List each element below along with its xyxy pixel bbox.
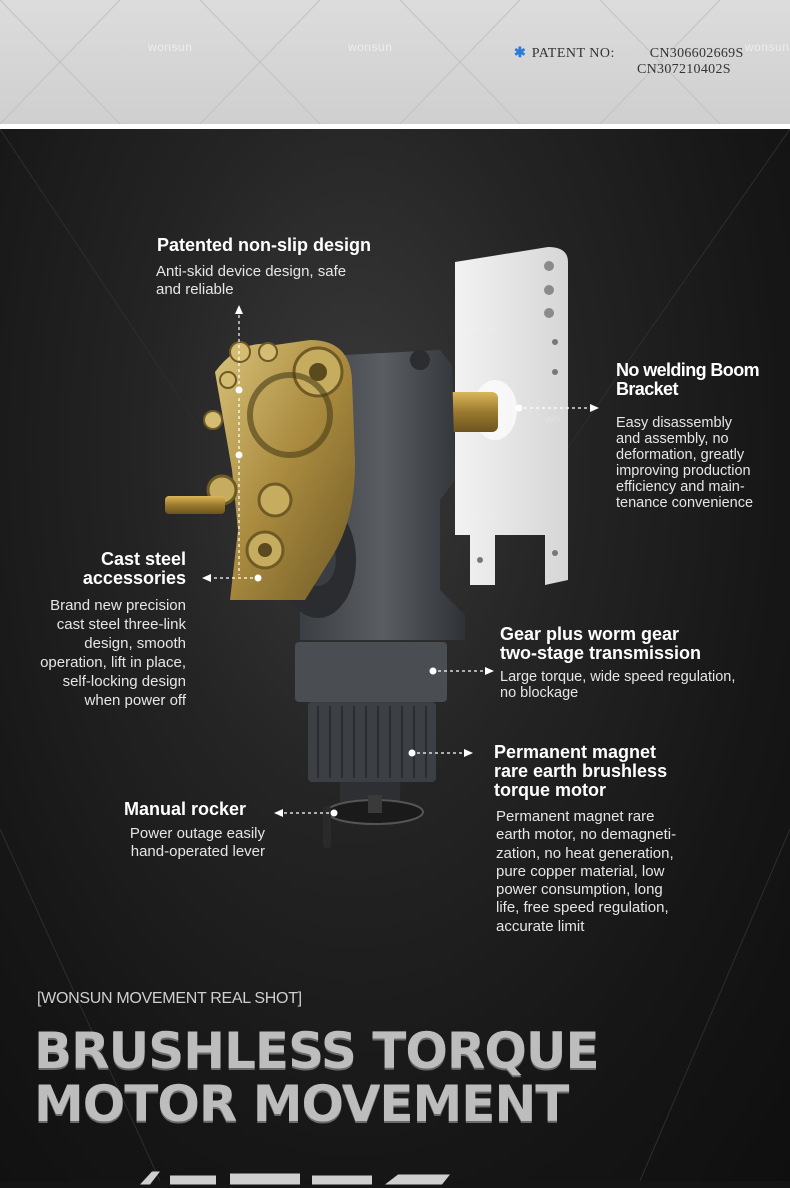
desc-line: pure copper material, low (496, 862, 665, 880)
callout-title-gear: Gear plus worm gear two-stage transmissi… (500, 625, 701, 663)
title-line: Permanent magnet (494, 742, 657, 762)
manual-rocker (323, 795, 424, 848)
desc-line: self-locking design (62, 673, 186, 690)
desc-line: Easy disassembly (616, 415, 733, 431)
callout-title-non-slip: Patented non-slip design (157, 235, 372, 255)
desc-line: tenance convenience (616, 495, 754, 511)
watermark-text: wonsun (454, 509, 496, 523)
callout-pointers (202, 305, 599, 817)
patent-number: CN306602669S (649, 46, 744, 61)
desc-line: earth motor, no demagneti- (496, 826, 677, 844)
patent-label: PATENT NO: (531, 46, 615, 61)
desc-line: design, smooth (84, 635, 186, 652)
desc-line: and reliable (156, 281, 234, 298)
patent-banner: wonsun wonsun wonsun ✱ PATENT NO: CN306602… (0, 0, 790, 124)
title-line: accessories (82, 568, 186, 588)
desc-line: hand-operated lever (130, 843, 265, 860)
desc-line: Large torque, wide speed regulation, (500, 669, 736, 685)
callout-desc-non-slip: Anti-skid device design, safe and reliab… (156, 263, 346, 299)
callout-desc-gear: Large torque, wide speed regulation, no … (500, 669, 735, 701)
asterisk-icon: ✱ (514, 46, 526, 61)
background-lines (0, 129, 790, 1181)
title-line: torque motor (494, 780, 606, 800)
cast-steel-linkage (165, 340, 356, 600)
watermark-text: wonsun (348, 40, 393, 54)
callout-desc-cast-steel: Brand new precision cast steel three-lin… (10, 596, 186, 710)
desc-line: zation, no heat generation, (496, 844, 674, 862)
desc-line: Brand new precision (50, 597, 186, 614)
title-line: No welding Boom (616, 360, 760, 380)
watermark-text: wonsun (454, 323, 496, 337)
callout-title-rocker: Manual rocker (124, 799, 247, 819)
desc-line: power consumption, long (496, 881, 663, 899)
desc-line: improving production (616, 463, 751, 479)
motor-body (295, 642, 447, 802)
patent-number: CN307210402S (637, 62, 731, 77)
desc-line: deformation, greatly (616, 447, 745, 463)
desc-line: accurate limit (496, 917, 585, 935)
section-tag: [WONSUN MOVEMENT REAL SHOT] (37, 990, 302, 1007)
watermark-text: wonsun (745, 40, 790, 54)
brand-logo-partial (140, 1171, 450, 1185)
desc-line: Power outage easily (129, 825, 265, 842)
desc-line: efficiency and main- (616, 479, 745, 495)
headline-line-1: BRUSHLESS TORQUE (34, 1022, 600, 1080)
divider (0, 124, 790, 129)
patent-info: ✱ PATENT NO: CN306602669S CN307210402S (514, 46, 744, 78)
title-line: Bracket (616, 379, 678, 399)
watermark-text: wo (544, 412, 561, 426)
callout-desc-magnet: Permanent magnet rare earth motor, no de… (496, 808, 676, 936)
title-line: Cast steel (100, 549, 186, 569)
desc-line: Permanent magnet rare (496, 808, 655, 825)
callout-title-magnet: Permanent magnet rare earth brushless to… (494, 743, 667, 800)
callout-desc-rocker: Power outage easily hand-operated lever (60, 825, 265, 861)
callout-title-cast-steel: Cast steel accessories (40, 550, 186, 588)
title-line: two-stage transmission (500, 643, 702, 663)
desc-line: no blockage (500, 685, 579, 701)
callout-title-boom-bracket: No welding Boom Bracket (616, 360, 760, 399)
desc-line: operation, lift in place, (40, 654, 186, 671)
callout-desc-boom-bracket: Easy disassembly and assembly, no deform… (616, 415, 753, 511)
desc-line: life, free speed regulation, (496, 899, 669, 917)
desc-line: when power off (84, 692, 186, 709)
title-line: rare earth brushless (494, 761, 668, 781)
banner-background-pattern (0, 0, 721, 124)
desc-line: Anti-skid device design, safe (156, 263, 347, 280)
desc-line: and assembly, no (616, 431, 729, 447)
title-line: Gear plus worm gear (500, 624, 680, 644)
headline-line-2: MOTOR MOVEMENT (34, 1075, 569, 1133)
desc-line: cast steel three-link (56, 616, 186, 633)
watermark-text: wonsun (148, 40, 193, 54)
